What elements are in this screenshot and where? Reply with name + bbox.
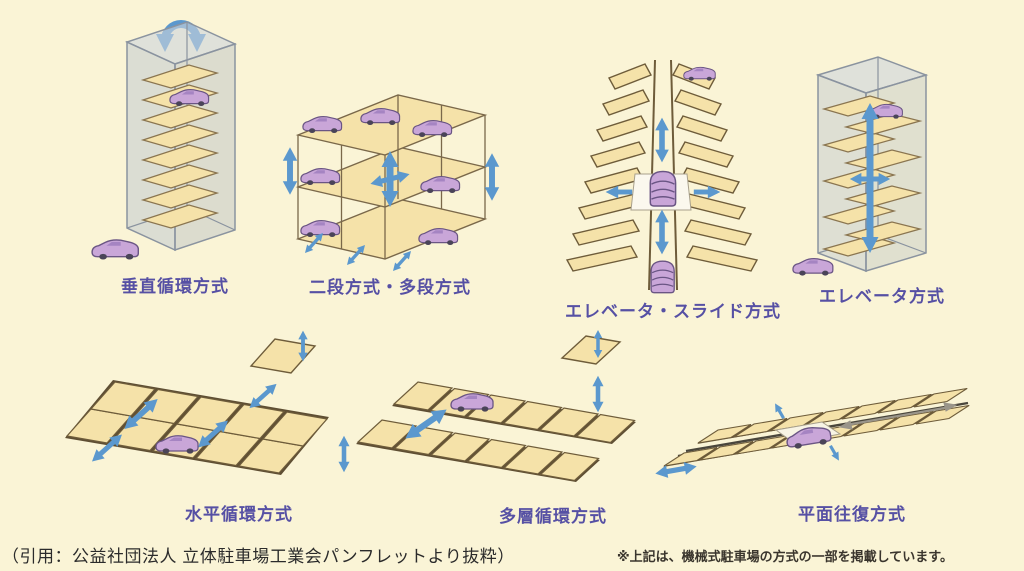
label-horizontal-circulation: 水平循環方式 — [185, 505, 293, 524]
back-row-pallets — [697, 387, 968, 444]
car-entering-icon — [650, 260, 675, 294]
diagram-elevator: エレベータ方式 — [790, 45, 950, 307]
diagram-elevator-slide: エレベータ・スライド方式 — [565, 50, 781, 322]
right-pallet-column — [672, 63, 759, 272]
note-text: ※上記は、機械式駐車場の方式の一部を掲載しています。 — [617, 549, 953, 564]
pallet-stack — [140, 64, 220, 229]
car-ground-icon — [792, 258, 834, 277]
back-row-pallets — [89, 381, 329, 447]
label-two-tier-multi-tier: 二段方式・多段方式 — [309, 278, 471, 297]
diagram-two-tier-multi-tier: 二段方式・多段方式 — [280, 75, 500, 298]
detached-pallet — [560, 335, 622, 365]
traverser-arrow — [838, 402, 958, 430]
car-on-lift-icon — [649, 170, 677, 207]
right-shelves — [843, 113, 923, 243]
label-vertical-circulation: 垂直循環方式 — [121, 277, 229, 296]
elevator-arrows — [850, 103, 890, 253]
label-multi-layer-circulation: 多層循環方式 — [499, 507, 607, 526]
diagram-vertical-circulation: 垂直循環方式 — [85, 8, 265, 297]
elevator-illustration — [792, 56, 929, 277]
elevator-slide-illustration — [565, 59, 759, 294]
lower-layer-pallets — [356, 419, 600, 482]
left-shelves — [821, 95, 897, 257]
diagram-horizontal-circulation: 水平循環方式 — [55, 330, 333, 525]
detached-pallet — [249, 338, 317, 374]
label-elevator: エレベータ方式 — [819, 287, 945, 306]
multi-layer-circulation-illustration — [330, 330, 636, 482]
label-flat-reciprocating: 平面往復方式 — [798, 505, 906, 524]
diagram-flat-reciprocating: 平面往復方式 — [650, 368, 980, 525]
diagram-multi-layer-circulation: 多層循環方式 — [330, 330, 636, 527]
vertical-circulation-illustration — [91, 8, 238, 261]
citation-text: （引用：公益社団法人 立体駐車場工業会パンフレットより抜粋） — [2, 547, 515, 566]
left-pallet-column — [565, 63, 652, 272]
flat-reciprocating-illustration — [650, 387, 970, 498]
horizontal-circulation-illustration — [65, 330, 329, 475]
car-ground-icon — [91, 239, 140, 261]
two-tier-illustration — [280, 94, 500, 271]
label-elevator-slide: エレベータ・スライド方式 — [565, 302, 781, 321]
frame-posts — [297, 95, 486, 259]
